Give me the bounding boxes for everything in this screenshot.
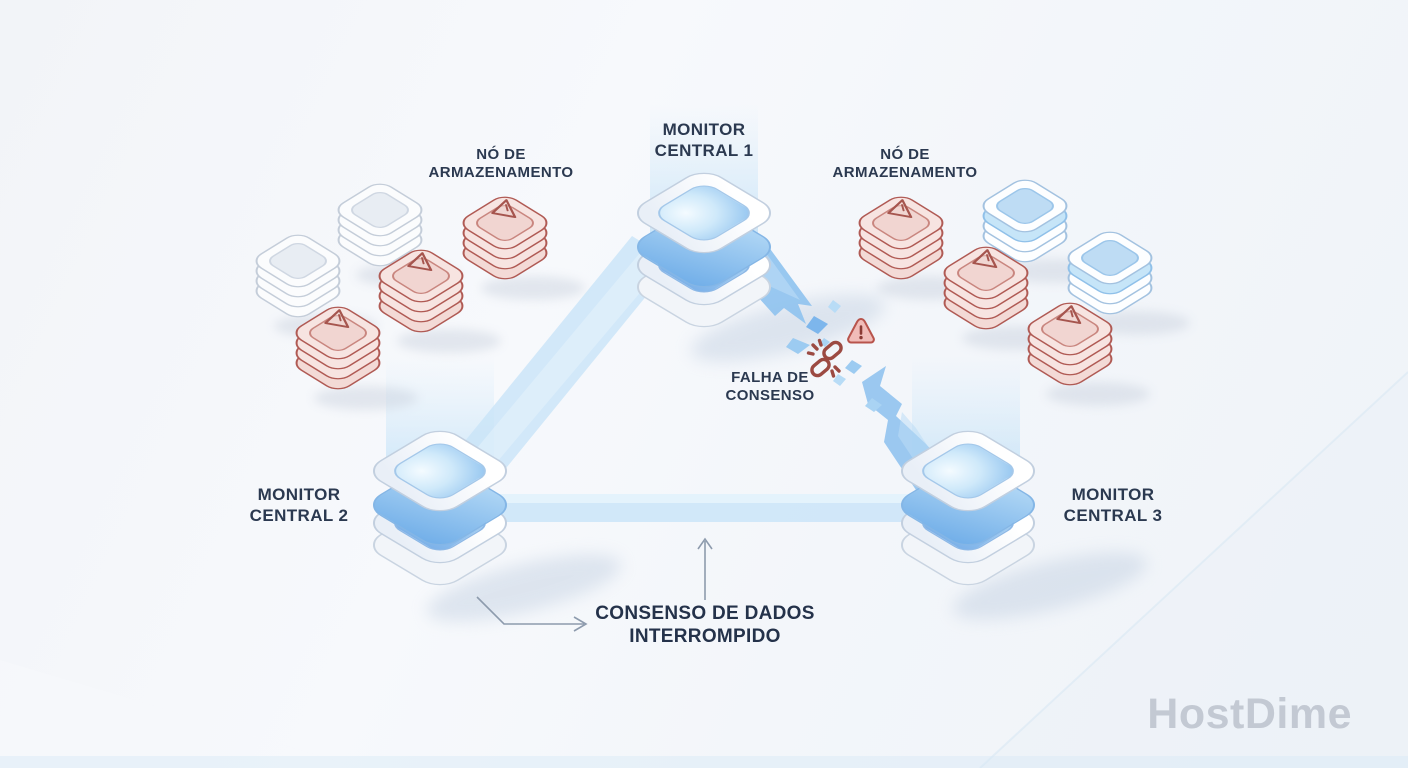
monitor2-label-line1: MONITOR xyxy=(257,485,341,504)
monitor2-label-line2: CENTRAL 2 xyxy=(249,506,349,526)
storage-node-red xyxy=(371,241,471,337)
storage-node-red xyxy=(1020,294,1120,390)
monitor3-label-line2: CENTRAL 3 xyxy=(1063,506,1163,526)
annotation-line2: INTERROMPIDO xyxy=(629,626,781,648)
monitor1-label: MONITOR CENTRAL 1 xyxy=(594,119,814,162)
consensus-failure-label: FALHA DE CONSENSO xyxy=(670,369,870,406)
monitor-node-1 xyxy=(626,158,782,334)
annotation-arrows xyxy=(476,537,713,632)
alert-triangle-glyph xyxy=(1056,305,1082,325)
storage-node-white xyxy=(248,226,348,322)
alert-triangle-glyph xyxy=(491,199,517,219)
storage-node-white xyxy=(330,175,430,271)
alert-triangle-glyph xyxy=(887,199,913,219)
connection-monitor1-monitor2 xyxy=(456,236,674,478)
broken-link-icon xyxy=(806,338,843,378)
consensus-failure-label-line2: CONSENSO xyxy=(725,387,815,405)
alert-triangle-glyph xyxy=(972,249,998,269)
interrupted-consensus-annotation: CONSENSO DE DADOS INTERROMPIDO xyxy=(545,602,865,648)
storage-right-label: NÓ DE ARMAZENAMENTO xyxy=(795,146,1015,183)
monitor1-label-line2: CENTRAL 1 xyxy=(654,141,754,161)
monitor2-label: MONITOR CENTRAL 2 xyxy=(189,484,409,527)
alert-triangle-glyph xyxy=(407,252,433,272)
storage-right-label-line1: NÓ DE xyxy=(880,146,930,163)
annotation-line1: CONSENSO DE DADOS xyxy=(595,603,815,624)
monitor3-label-line1: MONITOR xyxy=(1071,485,1155,504)
connection-monitor2-monitor3 xyxy=(458,494,950,522)
hostdime-watermark: HostDime xyxy=(1147,690,1352,738)
alert-triangle-glyph xyxy=(324,309,350,329)
storage-left-label-line1: NÓ DE xyxy=(476,146,526,163)
storage-left-label-line2: ARMAZENAMENTO xyxy=(428,164,574,182)
monitor1-label-line1: MONITOR xyxy=(662,120,746,139)
storage-node-red xyxy=(851,188,951,284)
storage-node-red xyxy=(936,238,1036,334)
storage-node-blue xyxy=(1060,223,1160,319)
storage-node-red xyxy=(455,188,555,284)
consensus-failure-label-line1: FALHA DE xyxy=(731,369,809,386)
storage-right-label-line2: ARMAZENAMENTO xyxy=(832,164,978,182)
warning-triangle-icon xyxy=(847,318,875,344)
storage-node-red xyxy=(288,298,388,394)
storage-left-label: NÓ DE ARMAZENAMENTO xyxy=(391,146,611,183)
monitor3-label: MONITOR CENTRAL 3 xyxy=(1003,484,1223,527)
